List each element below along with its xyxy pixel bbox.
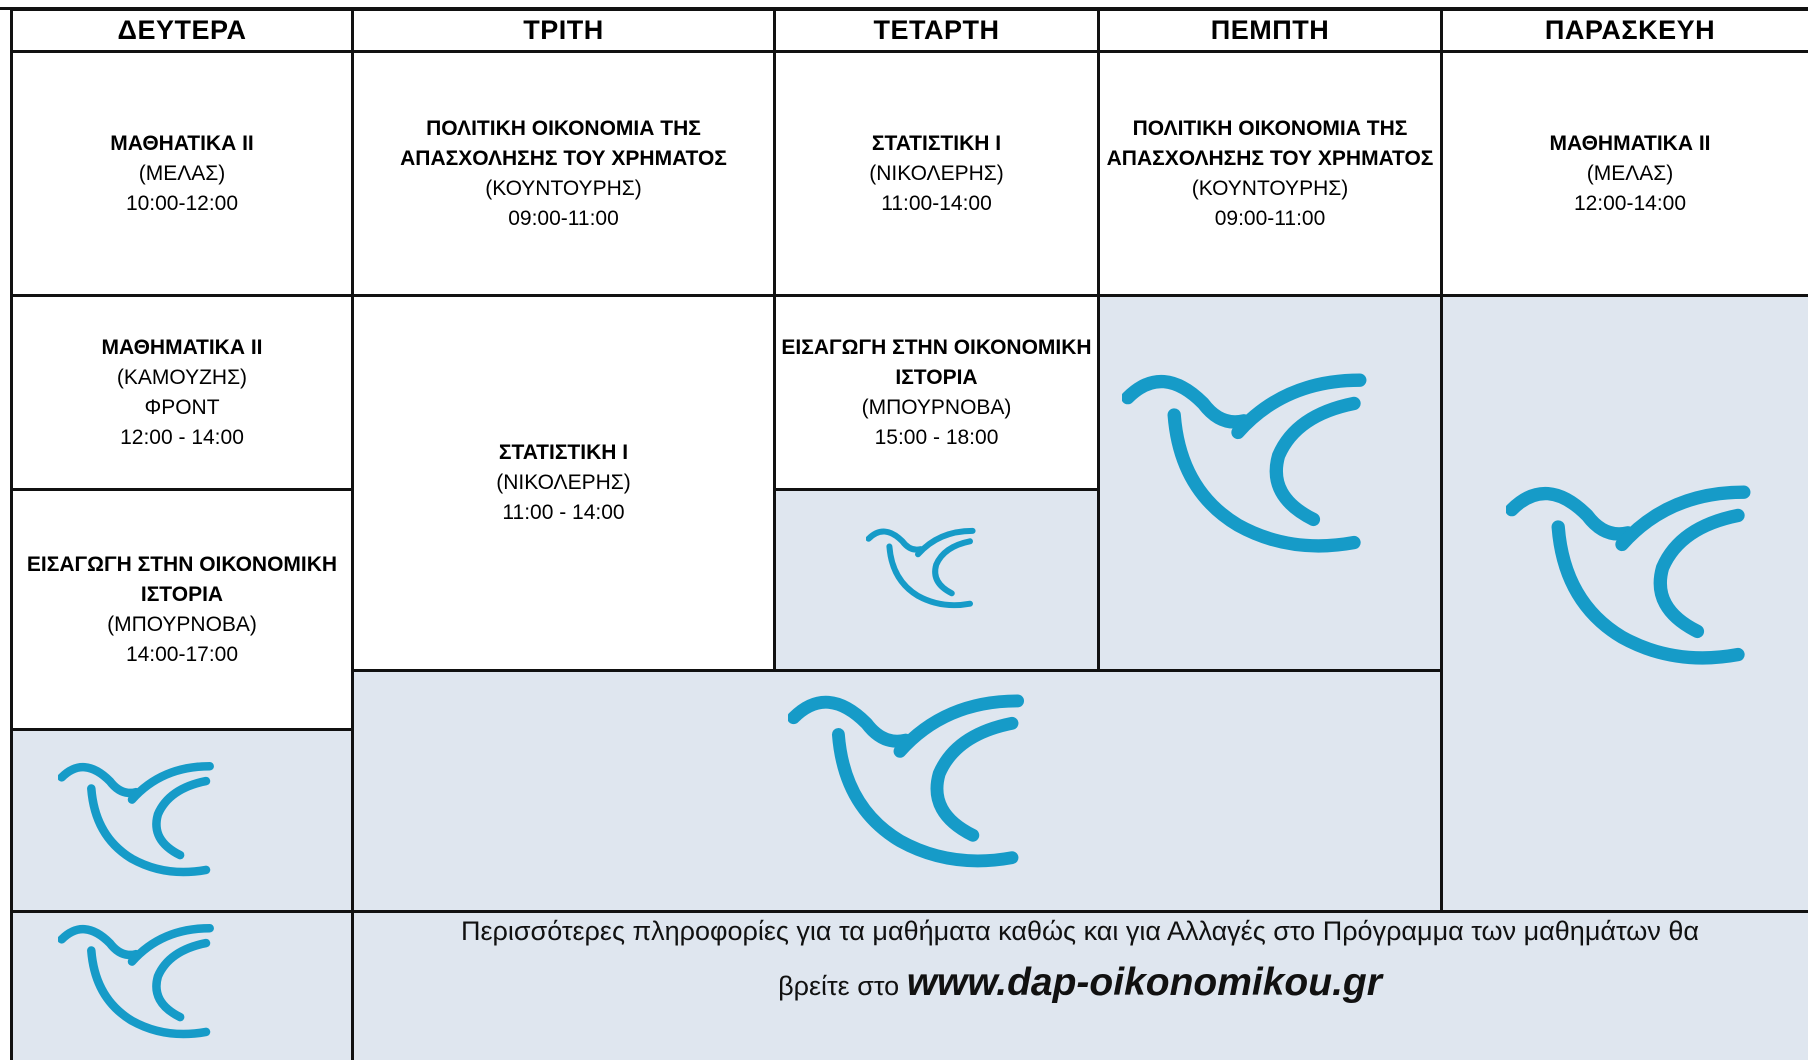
course-time: 11:00 - 14:00: [502, 501, 625, 524]
course-cell-tue2: ΣΤΑΤΙΣΤΙΚΗ Ι (ΝΙΚΟΛΕΡΗΣ) 11:00 - 14:00: [351, 294, 776, 672]
bird-logo-icon: [58, 924, 214, 1039]
course-title: ΙΣΤΟΡΙΑ: [895, 365, 978, 389]
course-cell-mon1: ΜΑΘΗΑΤΙΚΑ ΙΙ (ΜΕΛΑΣ) 10:00-12:00: [10, 50, 354, 297]
course-title: ΕΙΣΑΓΩΓΗ ΣΤΗΝ ΟΙΚΟΝΟΜΙΚΗ: [781, 335, 1092, 359]
course-teacher: (ΝΙΚΟΛΕΡΗΣ): [869, 161, 1004, 185]
course-title: ΠΟΛΙΤΙΚΗ ΟΙΚΟΝΟΜΙΑ ΤΗΣ: [426, 116, 701, 140]
course-cell-fri1: ΜΑΘΗΜΑΤΙΚΑ ΙΙ (ΜΕΛΑΣ) 12:00-14:00: [1440, 50, 1808, 297]
footer-prefix: βρείτε στο: [778, 971, 900, 1001]
course-time: 14:00-17:00: [125, 642, 239, 666]
course-title: ΣΤΑΤΙΣΤΙΚΗ Ι: [498, 441, 629, 464]
course-time: 12:00-14:00: [1573, 191, 1687, 215]
day-header-thursday: ΠΕΜΠΤΗ: [1097, 8, 1443, 53]
day-label: ΤΡΙΤΗ: [523, 15, 604, 45]
footer-line-2: βρείτε στο www.dap-oikonomikou.gr: [352, 957, 1808, 1012]
course-cell-mon2: ΜΑΘΗΜΑΤΙΚΑ ΙΙ (ΚΑΜΟΥΖΗΣ) ΦΡΟΝΤ 12:00 - 1…: [10, 294, 354, 491]
day-header-friday: ΠΑΡΑΣΚΕΥΗ: [1440, 8, 1808, 53]
course-cell-wed2: ΕΙΣΑΓΩΓΗ ΣΤΗΝ ΟΙΚΟΝΟΜΙΚΗ ΙΣΤΟΡΙΑ (ΜΠΟΥΡΝ…: [773, 294, 1100, 491]
course-title: ΑΠΑΣΧΟΛΗΣΗΣ ΤΟΥ ΧΡΗΜΑΤΟΣ: [1106, 146, 1434, 170]
course-title: ΠΟΛΙΤΙΚΗ ΟΙΚΟΝΟΜΙΑ ΤΗΣ: [1132, 116, 1408, 140]
day-label: ΔΕΥΤΕΡΑ: [117, 15, 247, 45]
course-title: ΕΙΣΑΓΩΓΗ ΣΤΗΝ ΟΙΚΟΝΟΜΙΚΗ: [26, 552, 338, 576]
course-teacher: (ΚΟΥΝΤΟΥΡΗΣ): [485, 176, 642, 200]
course-teacher: (ΚΟΥΝΤΟΥΡΗΣ): [1191, 176, 1349, 200]
day-label: ΠΑΡΑΣΚΕΥΗ: [1544, 15, 1716, 45]
course-teacher: (ΚΑΜΟΥΖΗΣ): [116, 365, 248, 389]
course-time: 09:00-11:00: [1214, 206, 1326, 230]
course-teacher: (ΜΕΛΑΣ): [1586, 161, 1674, 185]
course-teacher: (ΜΠΟΥΡΝΟΒΑ): [861, 395, 1012, 419]
bird-logo-icon: [58, 762, 214, 877]
course-time: 11:00-14:00: [881, 191, 992, 215]
day-header-wednesday: ΤΕΤΑΡΤΗ: [773, 8, 1100, 53]
course-title: ΣΤΑΤΙΣΤΙΚΗ Ι: [871, 131, 1002, 155]
course-title: ΜΑΘΗΜΑΤΙΚΑ ΙΙ: [101, 335, 263, 359]
course-note: ΦΡΟΝΤ: [144, 395, 220, 419]
day-header-tuesday: ΤΡΙΤΗ: [351, 8, 776, 53]
day-label: ΠΕΜΠΤΗ: [1210, 15, 1330, 45]
empty-slot-fri: [1440, 294, 1808, 913]
bird-logo-icon: [1506, 485, 1751, 665]
bird-logo-icon: [1122, 373, 1367, 553]
course-title: ΙΣΤΟΡΙΑ: [140, 582, 224, 606]
course-teacher: (ΜΕΛΑΣ): [138, 161, 226, 185]
course-cell-mon3: ΕΙΣΑΓΩΓΗ ΣΤΗΝ ΟΙΚΟΝΟΜΙΚΗ ΙΣΤΟΡΙΑ (ΜΠΟΥΡΝ…: [10, 488, 354, 731]
website-link[interactable]: www.dap-oikonomikou.gr: [906, 961, 1382, 1004]
course-time: 12:00 - 14:00: [120, 425, 244, 449]
course-time: 09:00-11:00: [508, 206, 619, 230]
day-label: ΤΕΤΑΡΤΗ: [873, 15, 1000, 45]
footer-line-1: Περισσότερες πληροφορίες για τα μαθήματα…: [461, 916, 1699, 946]
course-title: ΜΑΘΗΑΤΙΚΑ ΙΙ: [110, 131, 254, 155]
course-teacher: (ΝΙΚΟΛΕΡΗΣ): [496, 471, 631, 494]
day-header-monday: ΔΕΥΤΕΡΑ: [10, 8, 354, 53]
bird-logo-icon: [866, 527, 976, 609]
course-cell-wed1: ΣΤΑΤΙΣΤΙΚΗ Ι (ΝΙΚΟΛΕΡΗΣ) 11:00-14:00: [773, 50, 1100, 297]
course-time: 15:00 - 18:00: [874, 425, 999, 449]
course-time: 10:00-12:00: [125, 191, 239, 215]
empty-slot-thu: [1097, 294, 1443, 672]
footer-info: Περισσότερες πληροφορίες για τα μαθήματα…: [352, 905, 1808, 1012]
course-cell-thu1: ΠΟΛΙΤΙΚΗ ΟΙΚΟΝΟΜΙΑ ΤΗΣ ΑΠΑΣΧΟΛΗΣΗΣ ΤΟΥ Χ…: [1097, 50, 1443, 297]
footer-info-cell: [351, 910, 1808, 1060]
course-title: ΜΑΘΗΜΑΤΙΚΑ ΙΙ: [1549, 131, 1711, 155]
course-cell-tue1: ΠΟΛΙΤΙΚΗ ΟΙΚΟΝΟΜΙΑ ΤΗΣ ΑΠΑΣΧΟΛΗΣΗΣ ΤΟΥ Χ…: [351, 50, 776, 297]
course-teacher: (ΜΠΟΥΡΝΟΒΑ): [107, 612, 257, 636]
course-title: ΑΠΑΣΧΟΛΗΣΗΣ ΤΟΥ ΧΡΗΜΑΤΟΣ: [400, 146, 727, 170]
bird-logo-icon: [788, 694, 1025, 868]
